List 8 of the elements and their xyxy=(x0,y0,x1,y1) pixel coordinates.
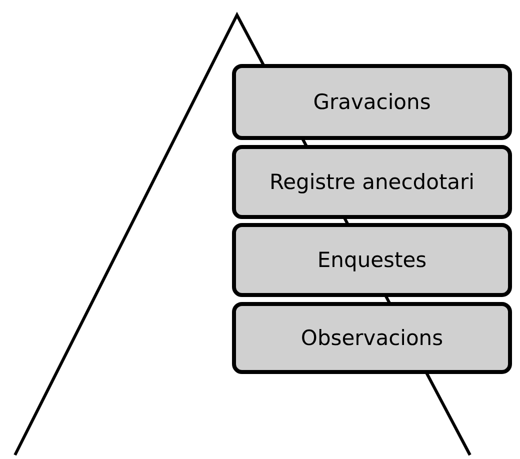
level-box xyxy=(232,64,512,140)
level-box xyxy=(232,223,512,297)
level-label: Enquestes xyxy=(317,248,427,272)
level-label: Registre anecdotari xyxy=(269,170,475,194)
level-label: Gravacions xyxy=(313,90,431,114)
level-label: Observacions xyxy=(300,326,444,350)
level-box xyxy=(232,302,512,374)
level-box xyxy=(232,145,512,219)
